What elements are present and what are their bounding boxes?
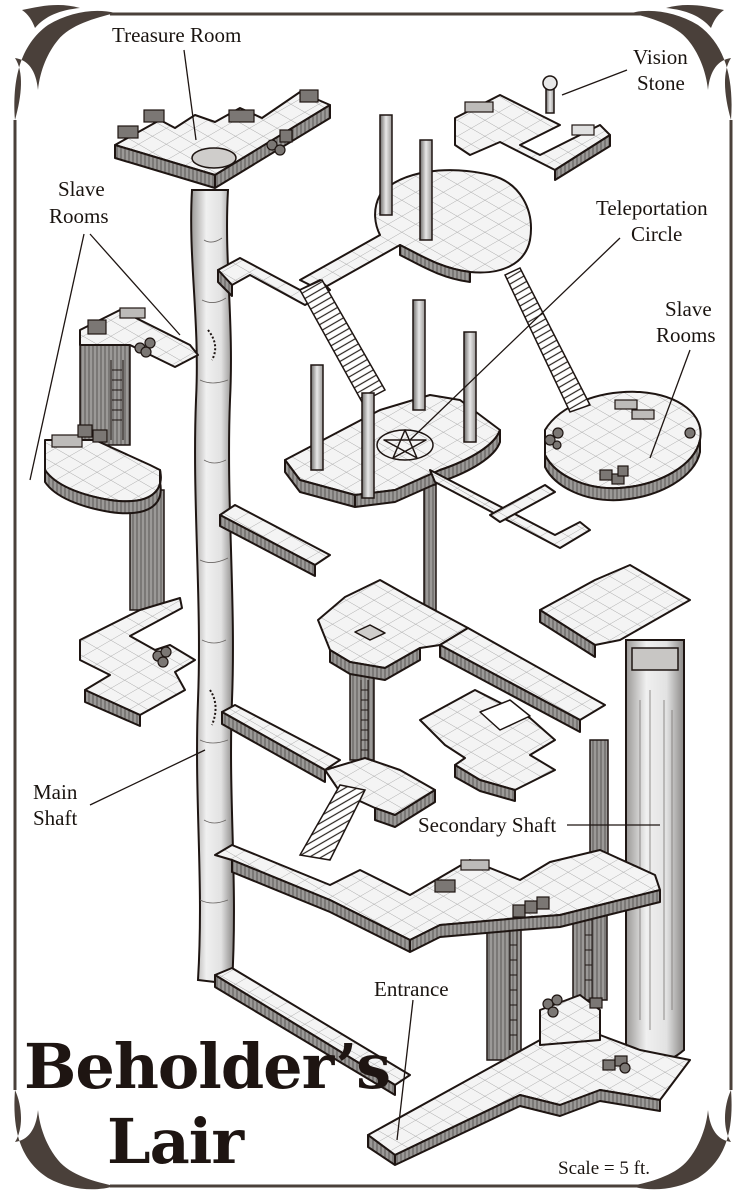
label-vision-stone-line2: Stone bbox=[637, 71, 685, 95]
label-secondary-shaft: Secondary Shaft bbox=[418, 813, 557, 837]
main-shaft bbox=[190, 189, 235, 986]
treasure-chests bbox=[117, 89, 319, 156]
leader-main-shaft bbox=[89, 749, 206, 806]
crates-and-barrels bbox=[77, 319, 696, 1074]
map-frame bbox=[13, 12, 733, 1188]
pillars bbox=[310, 114, 477, 499]
corner-ornament-bottom-left bbox=[14, 1090, 116, 1190]
label-main-shaft-line1: Main bbox=[33, 780, 78, 804]
floor-room-east bbox=[539, 564, 691, 646]
beds bbox=[51, 101, 655, 871]
secondary-shaft bbox=[625, 639, 685, 1064]
staircases bbox=[298, 267, 592, 861]
floor-corridor-mid bbox=[221, 704, 341, 771]
treasure-room-pit bbox=[191, 147, 237, 169]
props bbox=[51, 89, 696, 1074]
corner-ornament-bottom-right bbox=[631, 1090, 732, 1190]
leader-slave-rooms-left-a bbox=[29, 233, 85, 481]
leader-entrance bbox=[396, 999, 414, 1141]
corner-ornament-top-left bbox=[14, 4, 116, 121]
label-slave-rooms-left-line2: Rooms bbox=[49, 204, 109, 228]
corner-ornament-top-right bbox=[631, 4, 732, 121]
teleportation-circle bbox=[376, 429, 434, 461]
leader-vision-stone bbox=[561, 69, 628, 96]
stairs-lower bbox=[298, 784, 367, 861]
label-teleportation-circle-line2: Circle bbox=[631, 222, 683, 246]
central-hub-hole bbox=[354, 624, 386, 641]
stairs-upper-left bbox=[298, 279, 387, 404]
floor-entrance bbox=[367, 1034, 691, 1156]
floors bbox=[44, 91, 702, 1166]
floor-vision-stone-room bbox=[454, 94, 611, 171]
label-treasure-room: Treasure Room bbox=[112, 23, 242, 47]
leader-treasure-room bbox=[183, 49, 197, 141]
label-slave-rooms-right-line2: Rooms bbox=[656, 323, 716, 347]
leader-slave-rooms-right bbox=[649, 349, 691, 459]
label-slave-rooms-left-line1: Slave bbox=[58, 177, 105, 201]
label-slave-rooms-right-line1: Slave bbox=[665, 297, 712, 321]
label-vision-stone-line1: Vision bbox=[633, 45, 688, 69]
map-title-line1: Beholder’s bbox=[24, 1030, 391, 1103]
leader-teleportation-circle bbox=[409, 237, 621, 441]
label-entrance: Entrance bbox=[374, 977, 449, 1001]
map-title-line2: Lair bbox=[107, 1105, 244, 1178]
leader-slave-rooms-left-b bbox=[89, 233, 181, 336]
leader-lines bbox=[29, 49, 691, 1141]
vision-stone bbox=[542, 75, 558, 114]
floor-room-west bbox=[79, 597, 196, 716]
secret-door-marker bbox=[207, 329, 217, 361]
label-main-shaft-line2: Shaft bbox=[33, 806, 78, 830]
stairs-upper-right bbox=[503, 267, 592, 413]
label-teleportation-circle-line1: Teleportation bbox=[596, 196, 708, 220]
map-scale: Scale = 5 ft. bbox=[558, 1158, 650, 1179]
secret-door-marker bbox=[209, 689, 217, 726]
floor-upper-cavern bbox=[299, 169, 532, 291]
floor-corridor-east bbox=[429, 469, 591, 549]
